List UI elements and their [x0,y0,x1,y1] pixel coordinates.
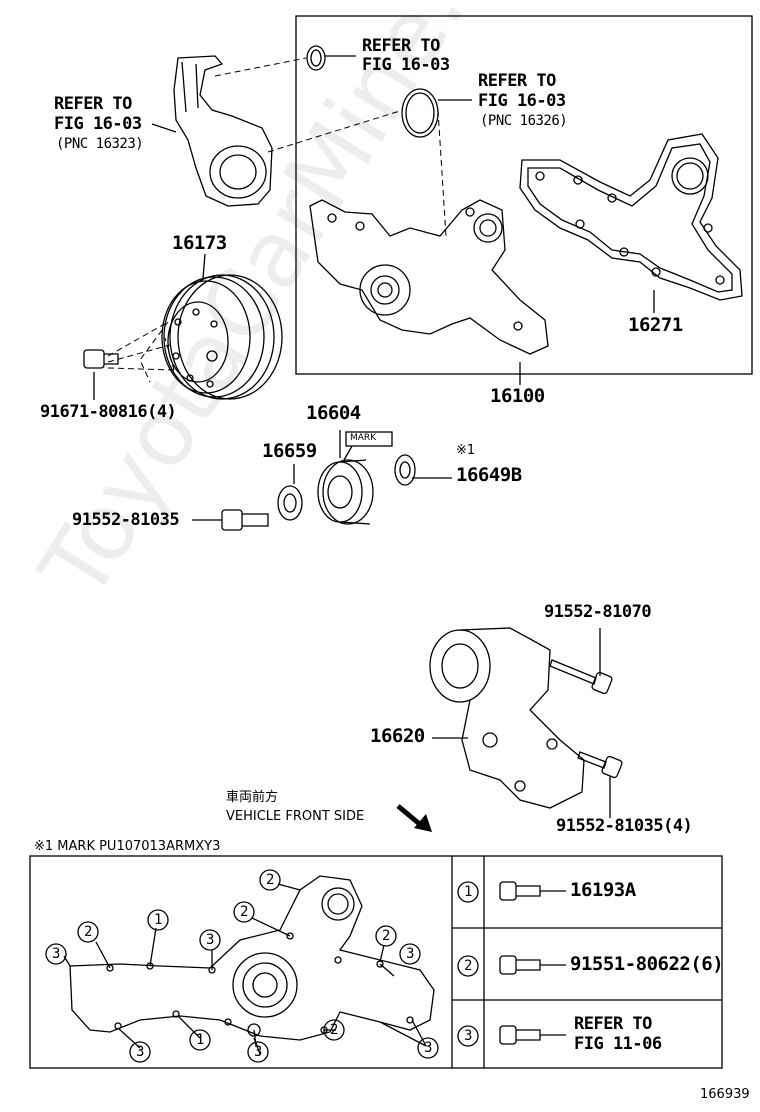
part-91671: 91671-80816(4) [40,402,177,422]
part-16604: 16604 [306,402,361,424]
detail-frame [29,855,723,1069]
belt-tensioner [429,627,585,809]
o-ring-small [306,45,326,71]
callout-circles [45,869,479,1063]
part-16659: 16659 [262,440,317,462]
refer-label-1: REFER TO [362,36,440,56]
water-pump-body [309,199,549,355]
water-pump-gasket [519,133,743,301]
figure-number: 166939 [700,1087,750,1102]
legend-num-1: 1 [464,884,472,900]
mark-label: MARK [350,433,377,443]
detail-pump-view [69,875,435,1041]
tensioner-bolt-long [549,659,613,695]
part-16620: 16620 [370,725,425,747]
callout-1: 1 [154,912,162,928]
callout-3: 3 [52,946,60,962]
pnc-label-3: (PNC 16323) [56,136,144,152]
callout-2: 2 [240,904,248,920]
callout-2: 2 [266,872,274,888]
front-label-en: VEHICLE FRONT SIDE [226,809,365,824]
callout-3: 3 [424,1040,432,1056]
water-pump-assembly-frame [295,15,753,375]
tensioner-bolt-short [577,751,623,779]
callout-2: 2 [84,924,92,940]
callout-2: 2 [382,928,390,944]
part-16100: 16100 [490,385,545,407]
legend-bolt-1 [499,881,541,901]
refer-label-2: REFER TO [478,71,556,91]
pnc-label-2: (PNC 16326) [480,113,568,129]
part-91552-81035: 91552-81035 [72,510,180,530]
mark-note: ※1 MARK PU107013ARMXY3 [34,839,221,854]
o-ring-large [401,88,439,138]
legend-part-2: 91551-80622(6) [570,953,724,975]
idler-bolt [221,509,269,531]
callout-1: 1 [196,1032,204,1048]
part-16173: 16173 [172,232,227,254]
part-91552-81070: 91552-81070 [544,602,652,622]
callout-2: 2 [330,1022,338,1038]
mark-box [345,431,393,447]
legend-num-2: 2 [464,958,472,974]
star-note: ※1 [456,443,476,458]
pulley-bolt [83,349,119,369]
idler-pulley [317,459,374,525]
part-91552-81035-4: 91552-81035(4) [556,816,693,836]
refer-label-3: REFER TO [54,94,132,114]
front-direction-arrow [396,804,424,828]
legend-part-3-line2: FIG 11-06 [574,1034,662,1054]
legend-part-1: 16193A [570,879,636,901]
legend-bolt-3 [499,1025,541,1045]
legend-bolt-2 [499,955,541,975]
fig-label-1: FIG 16-03 [362,55,450,75]
water-pump-pulley [161,274,283,400]
front-label-jp: 車両前方 [226,790,279,805]
idler-washer-right [394,454,416,486]
water-inlet-housing [173,55,273,207]
callout-3: 3 [406,946,414,962]
legend-num-3: 3 [464,1028,472,1044]
legend-part-3-line1: REFER TO [574,1014,652,1034]
fig-label-3: FIG 16-03 [54,114,142,134]
idler-washer-left [277,485,303,521]
callout-3: 3 [254,1044,262,1060]
part-16271: 16271 [628,314,683,336]
callout-3: 3 [136,1044,144,1060]
callout-3: 3 [206,932,214,948]
fig-label-2: FIG 16-03 [478,91,566,111]
part-16649b: 16649B [456,464,522,486]
